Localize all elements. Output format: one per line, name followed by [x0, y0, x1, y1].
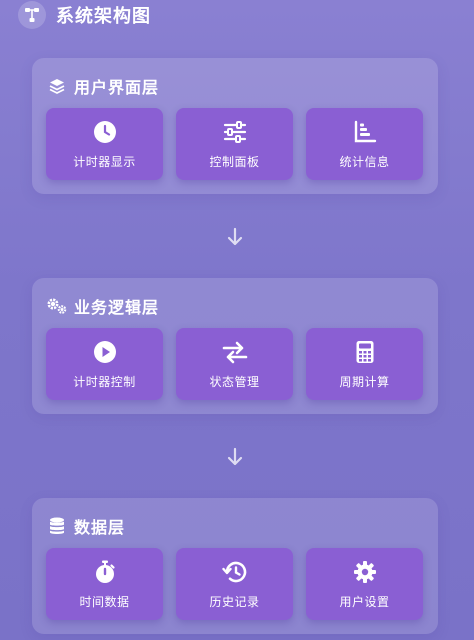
card-timer-control[interactable]: 计时器控制: [46, 328, 163, 400]
card-timer-display[interactable]: 计时器显示: [46, 108, 163, 180]
database-icon: [46, 515, 68, 537]
gears-icon: [46, 295, 68, 317]
layer-title: 数据层: [74, 518, 126, 537]
card-label: 计时器控制: [73, 374, 136, 389]
play-circle-icon: [92, 339, 118, 365]
exchange-icon: [222, 339, 248, 365]
bar-chart-icon: [352, 119, 378, 145]
sitemap-icon: [18, 1, 46, 29]
layers-icon: [46, 75, 68, 97]
layer-title: 业务逻辑层: [74, 298, 160, 317]
card-label: 统计信息: [339, 154, 390, 169]
diagram-header: 系统架构图: [18, 0, 151, 30]
card-cycle-calculation[interactable]: 周期计算: [306, 328, 423, 400]
layer-header: 数据层: [46, 514, 125, 538]
card-user-settings[interactable]: 用户设置: [306, 548, 423, 620]
history-icon: [221, 559, 248, 585]
stopwatch-icon: [92, 559, 118, 585]
card-time-data[interactable]: 时间数据: [46, 548, 163, 620]
arrow-down-icon: [225, 447, 245, 467]
card-statistics[interactable]: 统计信息: [306, 108, 423, 180]
layer-business-logic: 业务逻辑层 计时器控制 状态管理: [32, 278, 438, 414]
sliders-icon: [222, 119, 248, 145]
layer-header: 业务逻辑层: [46, 294, 159, 318]
card-label: 用户设置: [339, 594, 390, 609]
card-label: 历史记录: [209, 594, 260, 609]
card-label: 控制面板: [209, 154, 260, 169]
layer-title: 用户界面层: [74, 78, 160, 97]
layer-data: 数据层 时间数据 历史记录: [32, 498, 438, 634]
card-label: 计时器显示: [73, 154, 136, 169]
card-state-management[interactable]: 状态管理: [176, 328, 293, 400]
card-label: 时间数据: [79, 594, 130, 609]
clock-icon: [92, 119, 118, 145]
card-label: 周期计算: [339, 374, 390, 389]
layer-ui: 用户界面层 计时器显示 控制面板: [32, 58, 438, 194]
calculator-icon: [352, 339, 378, 365]
layer-header: 用户界面层: [46, 74, 159, 98]
card-label: 状态管理: [209, 374, 260, 389]
card-control-panel[interactable]: 控制面板: [176, 108, 293, 180]
card-history[interactable]: 历史记录: [176, 548, 293, 620]
page-title: 系统架构图: [56, 6, 151, 27]
cog-icon: [352, 559, 378, 585]
arrow-down-icon: [225, 227, 245, 247]
